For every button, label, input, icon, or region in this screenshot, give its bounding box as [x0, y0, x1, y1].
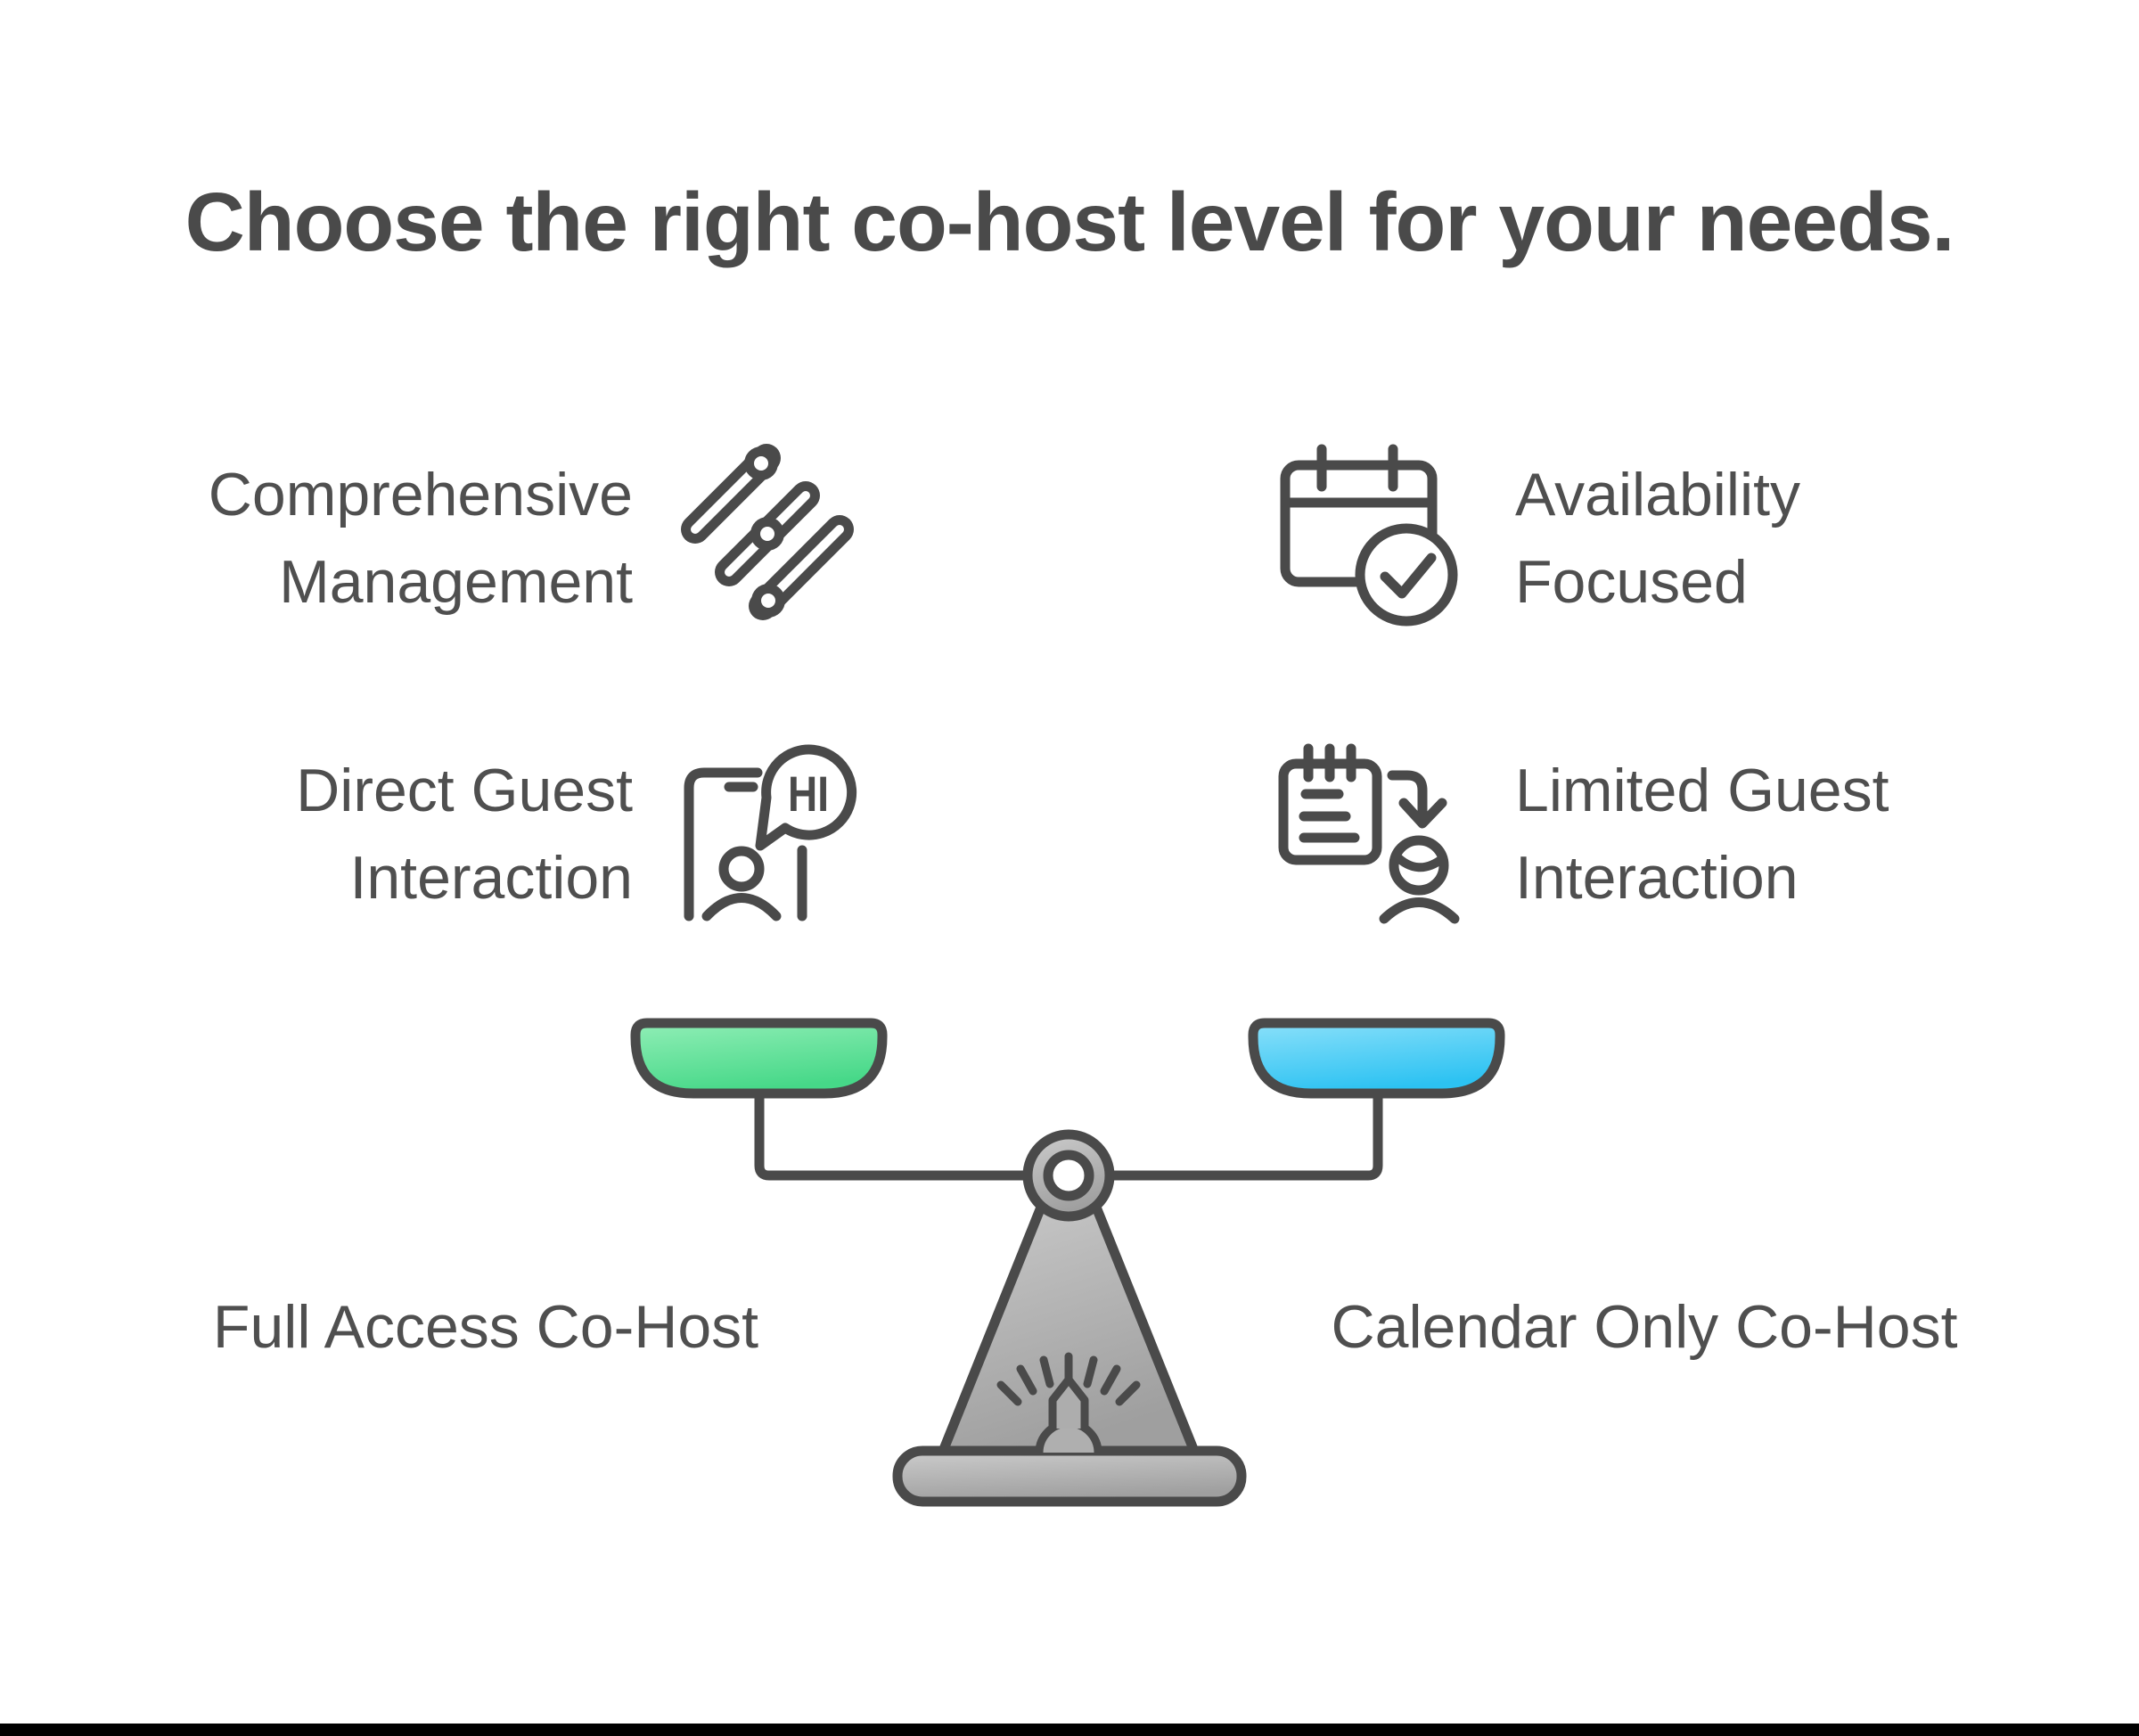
footer-bar	[0, 1724, 2139, 1736]
option-label-calendar-only: Calendar Only Co-Host	[1331, 1293, 1958, 1361]
option-label-full-access: Full Access Co-Host	[212, 1293, 759, 1361]
left-pan	[630, 1018, 888, 1099]
calendar-check-icon	[1266, 428, 1488, 651]
scale-base	[892, 1445, 1247, 1507]
pivot-hub	[1043, 1150, 1094, 1201]
feature-label-comprehensive-management: Comprehensive Management	[208, 461, 633, 616]
feature-label-availability-focused: Availability Focused	[1515, 461, 1801, 616]
balance-scale	[624, 1016, 1515, 1515]
feature-label-direct-guest-interaction: Direct Guest Interaction	[296, 757, 633, 912]
gauge-needle	[1048, 1375, 1089, 1429]
gauge-ticks	[996, 1352, 1141, 1406]
sliders-icon	[660, 428, 882, 651]
feature-label-limited-guest-interaction: Limited Guest Interaction	[1515, 757, 1889, 912]
speech-bubble-text: HI	[788, 766, 829, 822]
right-pan	[1248, 1018, 1505, 1099]
notes-handoff-icon	[1266, 722, 1497, 945]
guest-chat-icon: HI	[660, 722, 882, 945]
page-title: Choose the right co-host level for your …	[184, 176, 1955, 268]
